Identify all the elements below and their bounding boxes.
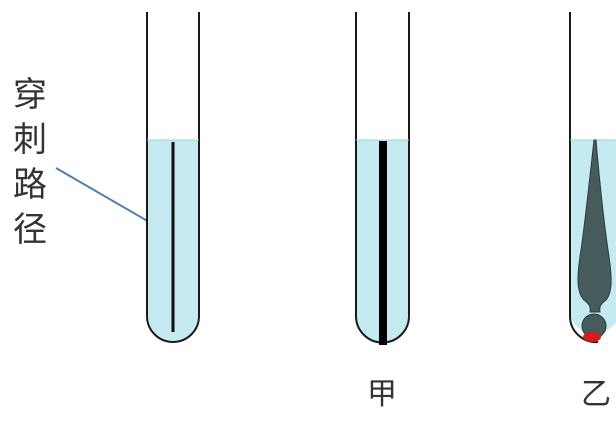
stab-path-label-char-3: 路	[13, 165, 47, 205]
test-tube-jia	[356, 12, 409, 345]
tube-label-yi: 乙	[581, 377, 611, 412]
growth-band	[379, 141, 387, 345]
stab-path-label: 穿 刺 路 径	[13, 75, 47, 250]
stab-path-label-char-2: 刺	[13, 120, 47, 160]
test-tube-stab	[147, 12, 199, 342]
red-spot	[583, 332, 601, 342]
test-tube-yi	[570, 12, 616, 342]
tube-label-jia: 甲	[367, 377, 397, 412]
stab-path-label-char-1: 穿	[13, 75, 47, 115]
stab-path-label-char-4: 径	[13, 210, 47, 250]
